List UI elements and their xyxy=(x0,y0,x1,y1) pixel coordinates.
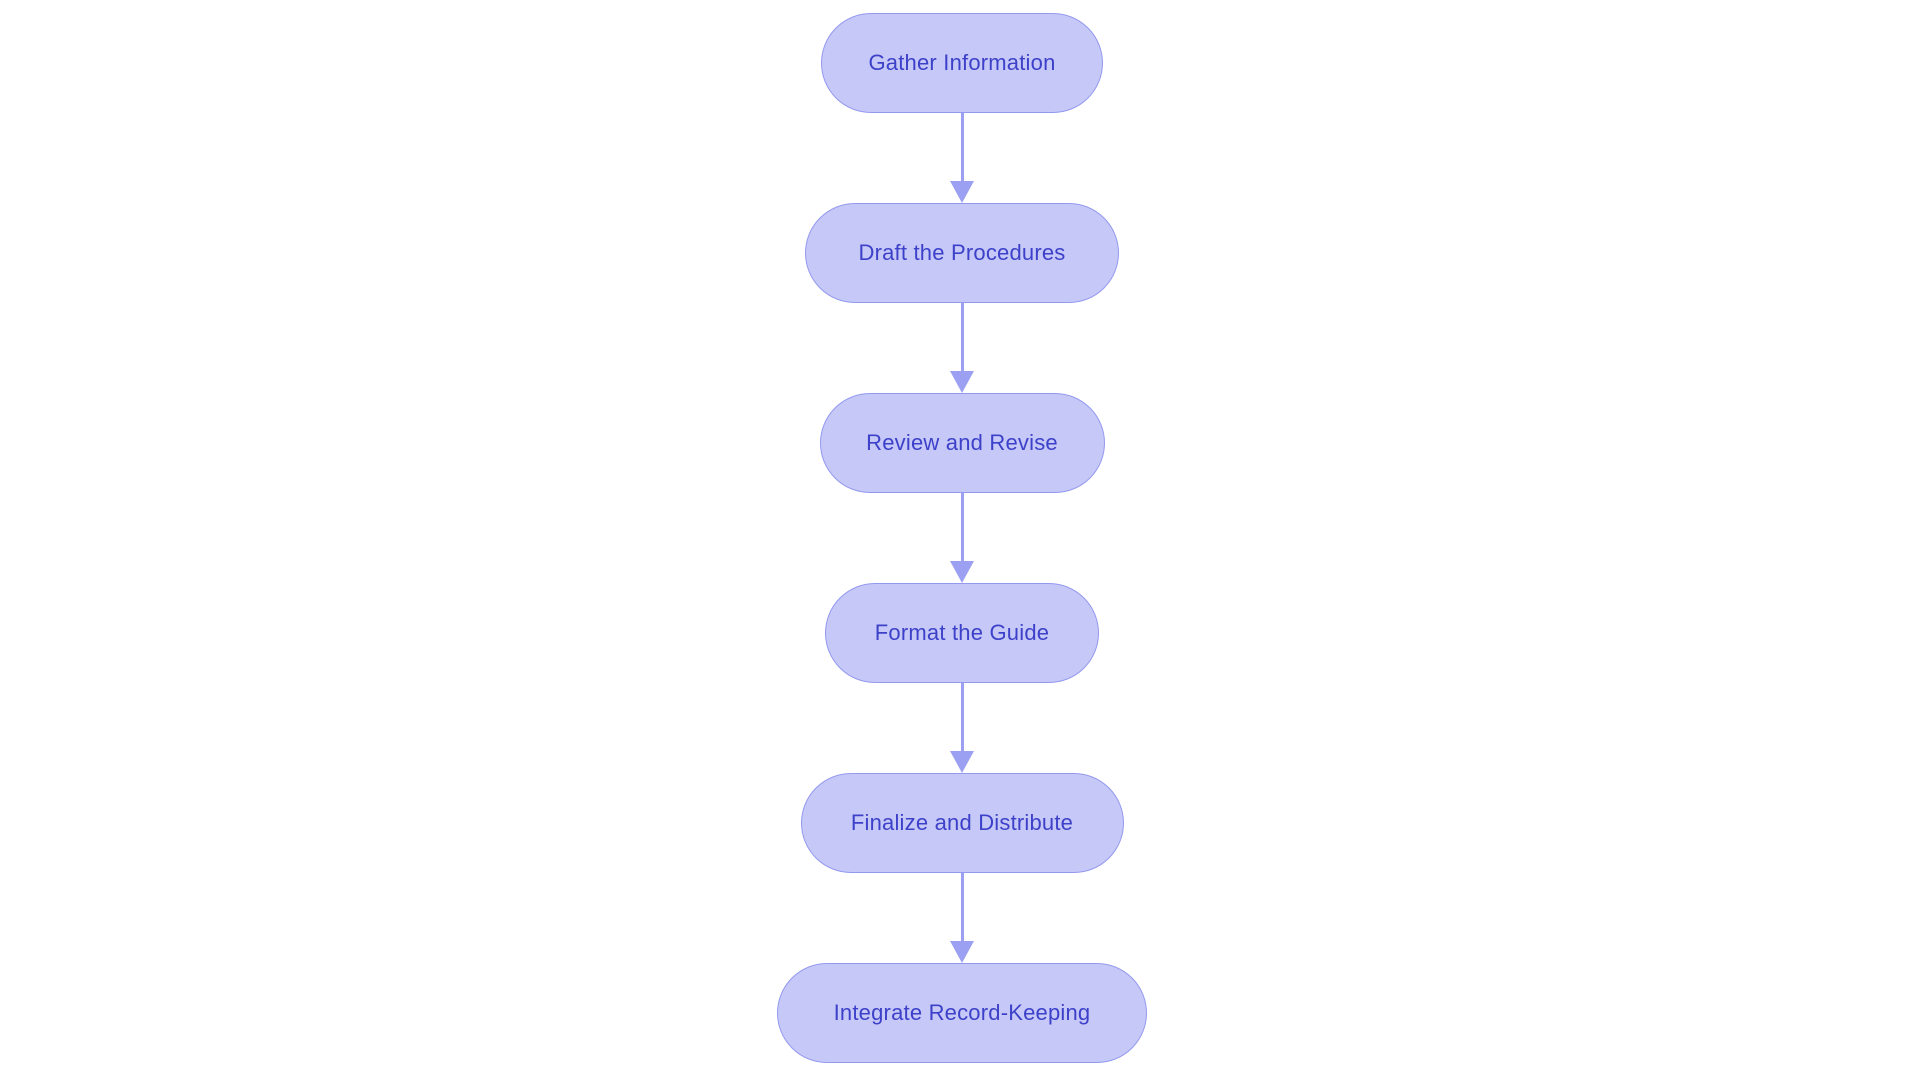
flow-node-label: Gather Information xyxy=(868,50,1056,75)
flow-node-review-and-revise: Review and Revise xyxy=(819,393,1105,493)
arrow-line xyxy=(960,493,964,561)
flow-node-draft-the-procedures: Draft the Procedures xyxy=(805,203,1119,303)
flow-node-label: Review and Revise xyxy=(866,430,1058,455)
flowchart: Gather Information Draft the Procedures … xyxy=(777,13,1147,1063)
arrow-line xyxy=(960,113,964,181)
flow-node-label: Draft the Procedures xyxy=(858,240,1066,265)
flow-node-gather-information: Gather Information xyxy=(821,13,1103,113)
flow-node-finalize-and-distribute: Finalize and Distribute xyxy=(800,773,1124,873)
flow-arrow-1 xyxy=(950,113,974,203)
arrow-line xyxy=(960,873,964,941)
flow-node-label: Finalize and Distribute xyxy=(850,810,1074,835)
flow-node-label: Integrate Record-Keeping xyxy=(833,1000,1091,1025)
arrow-head-icon xyxy=(950,941,974,963)
flow-node-label: Format the Guide xyxy=(874,620,1050,645)
flow-arrow-2 xyxy=(950,303,974,393)
flow-node-format-the-guide: Format the Guide xyxy=(825,583,1099,683)
flow-arrow-4 xyxy=(950,683,974,773)
arrow-line xyxy=(960,303,964,371)
flow-arrow-3 xyxy=(950,493,974,583)
arrow-head-icon xyxy=(950,371,974,393)
arrow-line xyxy=(960,683,964,751)
arrow-head-icon xyxy=(950,751,974,773)
arrow-head-icon xyxy=(950,561,974,583)
arrow-head-icon xyxy=(950,181,974,203)
flow-node-integrate-record-keeping: Integrate Record-Keeping xyxy=(777,963,1147,1063)
flow-arrow-5 xyxy=(950,873,974,963)
